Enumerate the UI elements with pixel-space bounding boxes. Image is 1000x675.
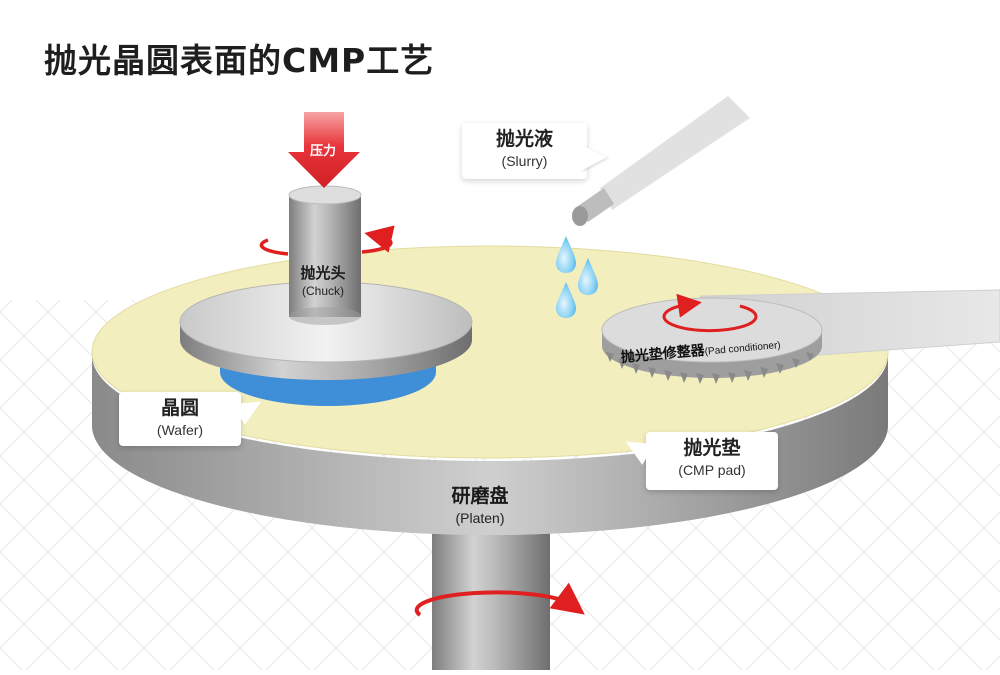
pressure-arrow-icon (288, 112, 360, 188)
wafer-callout: 晶圆 (Wafer) (119, 391, 268, 446)
slurry-label-en: (Slurry) (501, 153, 548, 169)
chuck-label: 抛光头 (Chuck) (286, 263, 360, 299)
wafer-label-zh: 晶圆 (160, 397, 199, 419)
platen-label-en: (Platen) (455, 510, 505, 526)
pad-label-en: (CMP pad) (678, 462, 746, 478)
wafer-label-en: (Wafer) (156, 422, 204, 438)
chuck-shaft (289, 195, 361, 317)
slurry-callout: 抛光液 (Slurry) (462, 123, 607, 179)
platen-label-zh: 研磨盘 (451, 485, 509, 507)
chuck-shaft-top (288, 185, 362, 205)
slurry-droplet-icon (556, 236, 598, 318)
callout-tail (581, 145, 607, 171)
page-title: 抛光晶圆表面的CMP工艺 (44, 41, 435, 80)
rotation-arrow-icon (259, 225, 395, 256)
slurry-nozzle (572, 96, 750, 226)
rotation-arrow-icon (662, 293, 758, 333)
chuck-label-zh: 抛光头 (300, 264, 346, 282)
pad-label-zh: 抛光垫 (683, 437, 741, 459)
chuck-shaft-base (289, 307, 361, 325)
conditioner-teeth (606, 352, 814, 384)
rotation-arrow-icon (414, 582, 585, 617)
platen-body (92, 355, 888, 535)
pad-callout: 抛光垫 (CMP pad) (619, 431, 778, 490)
slurry-label-zh: 抛光液 (495, 128, 553, 150)
platen-label: 研磨盘 (Platen) (420, 484, 540, 528)
pressure-label: 压力 (309, 144, 336, 159)
chuck-label-en: (Chuck) (301, 284, 344, 298)
